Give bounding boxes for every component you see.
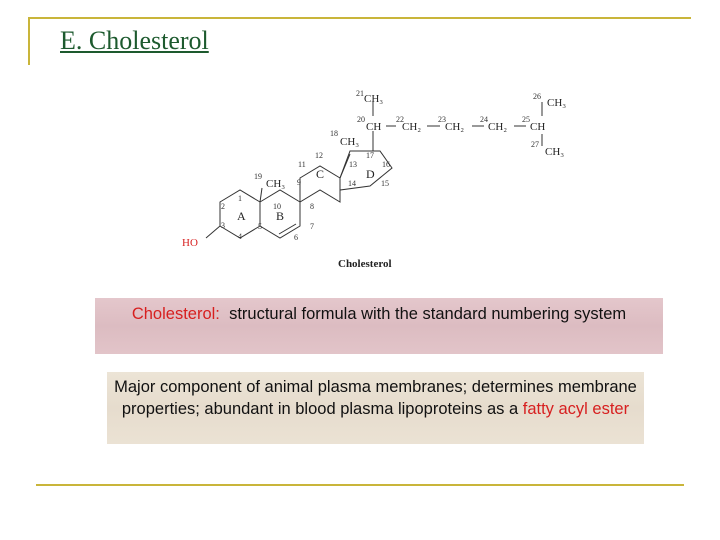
position-number-6: 6 <box>294 233 298 242</box>
c18-methyl-label: CH₃ <box>340 136 359 148</box>
position-number-23: 23 <box>438 115 446 124</box>
structure-name-label: Cholesterol <box>338 258 392 270</box>
position-number-4: 4 <box>238 232 242 241</box>
ring-letter-b: B <box>276 209 284 223</box>
position-number-1: 1 <box>238 194 242 203</box>
ring-d-bonds <box>339 150 393 191</box>
ring-b-bonds <box>259 189 301 239</box>
caption-box: Cholesterol: structural formula with the… <box>95 298 663 354</box>
position-number-20: 20 <box>357 115 365 124</box>
position-number-26: 26 <box>533 92 541 101</box>
c27-methyl-label: CH₃ <box>545 146 564 158</box>
position-number-22: 22 <box>396 115 404 124</box>
top-rule <box>28 17 691 19</box>
caption-term: Cholesterol: <box>131 305 220 323</box>
side-chain-c22: CH₂ <box>402 121 421 133</box>
side-chain-c25: CH <box>530 121 545 133</box>
position-number-12: 12 <box>315 151 323 160</box>
position-number-19: 19 <box>254 172 262 181</box>
bottom-rule <box>36 484 684 486</box>
slide-title: E. Cholesterol <box>60 26 209 55</box>
position-number-2: 2 <box>221 202 225 211</box>
position-number-14: 14 <box>348 179 356 188</box>
cholesterol-structure-diagram: A B C D 1 2 3 4 5 6 7 8 9 10 11 12 13 14… <box>182 89 566 270</box>
position-number-7: 7 <box>310 222 314 231</box>
side-chain-c24: CH₂ <box>488 121 507 133</box>
position-number-21: 21 <box>356 89 364 98</box>
ring-letter-d: D <box>366 167 375 181</box>
left-rule <box>28 17 30 65</box>
position-number-17: 17 <box>366 151 374 160</box>
ring-letter-a: A <box>237 209 246 223</box>
position-number-10: 10 <box>273 202 281 211</box>
position-number-5: 5 <box>258 222 262 231</box>
double-bond-line <box>278 223 297 235</box>
hydroxyl-label: HO <box>182 237 198 249</box>
position-number-25: 25 <box>522 115 530 124</box>
c19-methyl-bond <box>259 187 263 203</box>
position-number-27: 27 <box>531 140 539 149</box>
c18-methyl-bond <box>339 153 351 179</box>
position-number-8: 8 <box>310 202 314 211</box>
c19-methyl-label: CH₃ <box>266 178 285 190</box>
ring-letter-c: C <box>316 167 324 181</box>
side-chain-c23: CH₂ <box>445 121 464 133</box>
note-text: Major component of animal plasma membran… <box>114 378 637 418</box>
note-box: Major component of animal plasma membran… <box>107 372 644 444</box>
position-number-13: 13 <box>349 160 357 169</box>
caption-text: structural formula with the standard num… <box>229 305 627 323</box>
position-number-11: 11 <box>298 160 306 169</box>
c26-methyl-label: CH₃ <box>547 97 566 109</box>
hydroxyl-bond <box>205 225 221 239</box>
position-number-16: 16 <box>382 160 390 169</box>
position-number-15: 15 <box>381 179 389 188</box>
c21-methyl-label: CH₃ <box>364 93 383 105</box>
position-number-24: 24 <box>480 115 488 124</box>
position-number-3: 3 <box>221 221 225 230</box>
position-number-9: 9 <box>297 178 301 187</box>
side-chain-c20: CH <box>366 121 381 133</box>
position-number-18: 18 <box>330 129 338 138</box>
note-highlight: fatty acyl ester <box>522 400 630 418</box>
ring-bonds <box>205 102 543 239</box>
